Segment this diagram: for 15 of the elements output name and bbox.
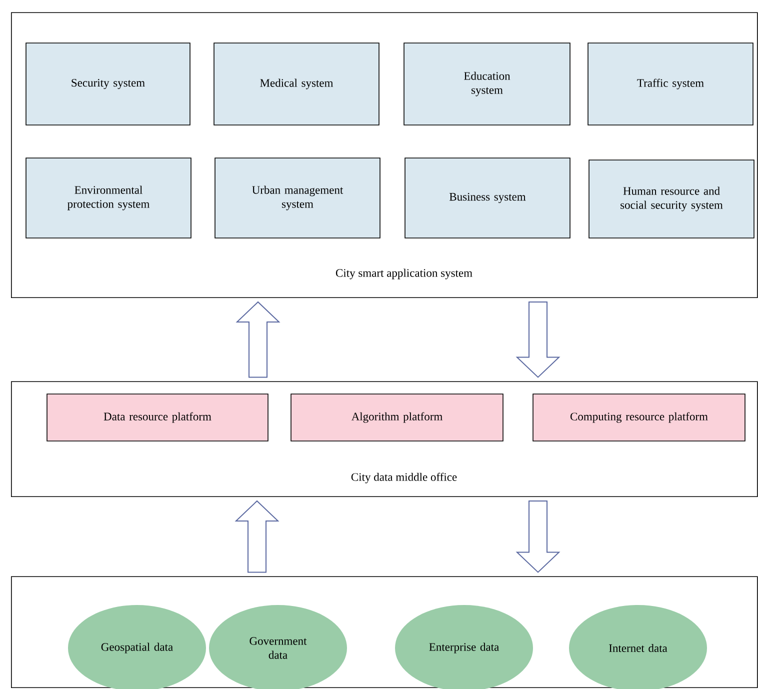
platform-box: Algorithm platform xyxy=(290,394,504,442)
block-arrow xyxy=(236,301,280,378)
system-box: Environmental protection system xyxy=(26,158,192,238)
system-box: Urban management system xyxy=(214,158,380,238)
system-box: Medical system xyxy=(214,42,380,126)
block-arrow xyxy=(234,500,280,573)
block-arrow xyxy=(516,500,560,573)
platform-box: Data resource platform xyxy=(46,394,268,442)
system-box: Education system xyxy=(404,42,570,126)
system-box: Human resource and social security system xyxy=(588,160,754,238)
system-box: Business system xyxy=(404,158,570,238)
system-box: Traffic system xyxy=(588,42,754,126)
block-arrow xyxy=(516,302,560,378)
platform-box: Computing resource platform xyxy=(532,394,746,442)
system-box: Security system xyxy=(26,42,190,126)
